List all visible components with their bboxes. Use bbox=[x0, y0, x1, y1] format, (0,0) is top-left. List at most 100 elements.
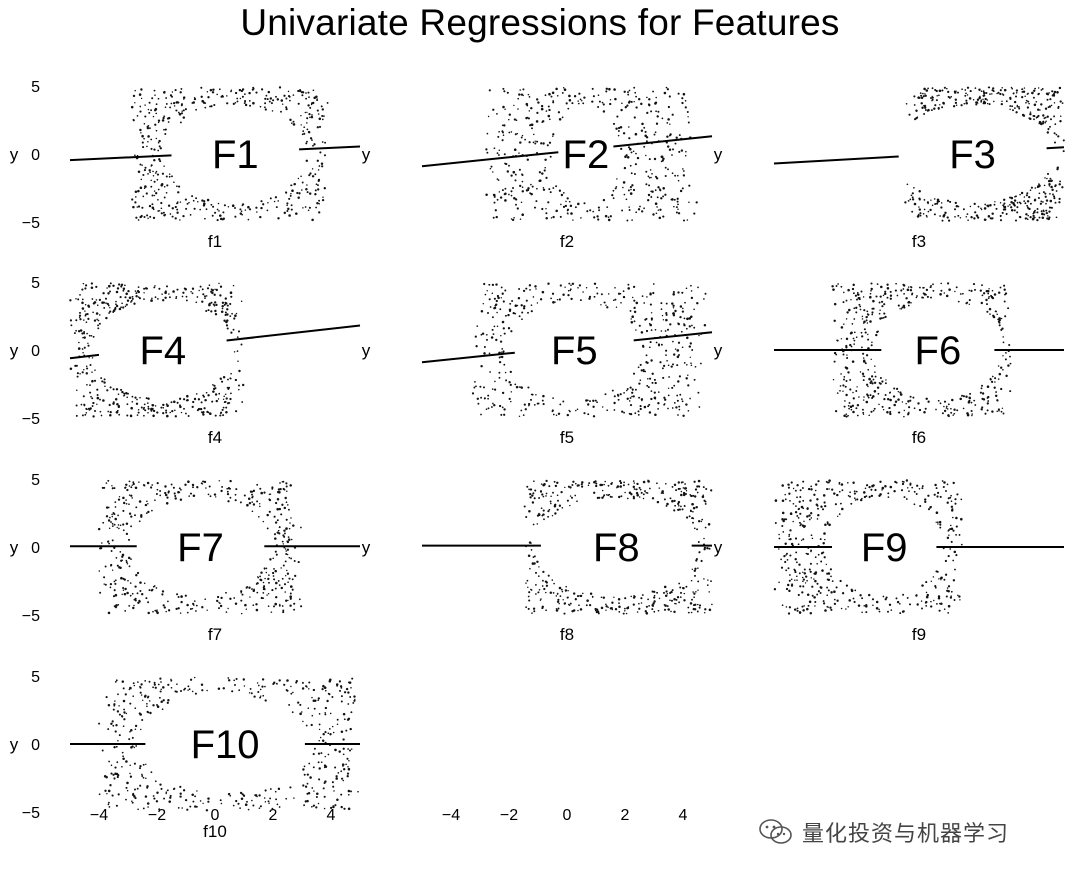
data-point bbox=[561, 507, 564, 509]
data-point bbox=[600, 606, 604, 610]
data-point bbox=[85, 412, 88, 414]
data-point bbox=[121, 302, 123, 305]
data-point bbox=[681, 187, 684, 190]
data-point bbox=[179, 404, 181, 407]
data-point bbox=[831, 580, 834, 583]
data-point bbox=[287, 207, 290, 211]
data-point bbox=[173, 105, 176, 107]
data-point bbox=[333, 790, 335, 792]
data-point bbox=[708, 608, 712, 612]
data-point bbox=[158, 139, 161, 143]
data-point bbox=[918, 197, 921, 200]
data-point bbox=[628, 400, 631, 402]
data-point bbox=[643, 405, 647, 409]
data-point bbox=[174, 89, 177, 92]
data-point bbox=[520, 201, 523, 204]
data-point bbox=[317, 752, 321, 755]
data-point bbox=[241, 213, 244, 216]
data-point bbox=[906, 596, 909, 599]
data-point bbox=[219, 604, 223, 608]
data-point bbox=[697, 286, 699, 289]
data-point bbox=[310, 723, 313, 727]
data-point bbox=[233, 351, 236, 353]
data-point bbox=[781, 484, 784, 487]
data-point bbox=[863, 491, 866, 494]
data-point bbox=[508, 193, 510, 196]
data-point bbox=[677, 487, 680, 490]
data-point bbox=[698, 334, 700, 337]
data-point bbox=[537, 402, 540, 405]
data-point bbox=[1041, 216, 1045, 219]
data-point bbox=[316, 159, 319, 162]
data-point bbox=[136, 414, 139, 416]
data-point bbox=[146, 786, 149, 789]
data-point bbox=[107, 506, 110, 509]
data-point bbox=[939, 402, 942, 405]
watermark: 量化投资与机器学习 bbox=[758, 816, 1009, 848]
data-point bbox=[970, 289, 973, 293]
data-point bbox=[782, 519, 785, 523]
data-point bbox=[662, 364, 666, 368]
data-point bbox=[309, 776, 312, 779]
data-point bbox=[261, 678, 265, 681]
data-point bbox=[619, 481, 623, 485]
data-point bbox=[923, 208, 926, 211]
data-point bbox=[1010, 208, 1014, 212]
data-point bbox=[676, 349, 680, 352]
data-point bbox=[553, 582, 555, 585]
data-point bbox=[970, 401, 973, 404]
data-point bbox=[91, 405, 94, 407]
data-point bbox=[538, 171, 542, 174]
data-point bbox=[635, 106, 638, 109]
data-point bbox=[636, 482, 639, 486]
data-point bbox=[1002, 412, 1005, 415]
data-point bbox=[116, 775, 119, 779]
data-point bbox=[690, 290, 693, 292]
data-point bbox=[347, 807, 351, 811]
data-point bbox=[889, 398, 892, 402]
data-point bbox=[964, 89, 967, 91]
data-point bbox=[224, 393, 227, 395]
data-point bbox=[137, 411, 140, 414]
data-point bbox=[528, 599, 531, 602]
data-point bbox=[552, 409, 554, 412]
data-point bbox=[83, 369, 85, 371]
data-point bbox=[884, 393, 887, 397]
data-point bbox=[174, 415, 177, 418]
data-point bbox=[159, 783, 162, 786]
data-point bbox=[103, 378, 106, 381]
data-point bbox=[811, 537, 814, 540]
data-point bbox=[592, 405, 595, 408]
data-point bbox=[973, 399, 976, 402]
data-point bbox=[140, 97, 143, 100]
data-point bbox=[952, 529, 955, 532]
data-point bbox=[650, 312, 653, 314]
data-point bbox=[508, 164, 510, 167]
data-point bbox=[1040, 103, 1043, 106]
data-point bbox=[209, 412, 212, 415]
data-point bbox=[92, 401, 95, 405]
data-point bbox=[581, 100, 583, 102]
data-point bbox=[547, 510, 550, 513]
data-point bbox=[640, 602, 643, 604]
data-point bbox=[555, 185, 558, 188]
data-point bbox=[615, 127, 618, 130]
data-point bbox=[230, 89, 233, 91]
data-point bbox=[965, 215, 968, 218]
data-point bbox=[255, 608, 259, 612]
data-point bbox=[229, 315, 232, 317]
data-point bbox=[936, 521, 939, 524]
data-point bbox=[491, 328, 494, 331]
data-point bbox=[230, 331, 233, 334]
data-point bbox=[143, 414, 145, 417]
data-point bbox=[236, 97, 239, 100]
data-point bbox=[256, 591, 259, 594]
data-point bbox=[687, 409, 690, 412]
data-point bbox=[681, 291, 684, 294]
data-point bbox=[847, 414, 849, 417]
data-point bbox=[845, 299, 848, 302]
data-point bbox=[280, 567, 282, 569]
data-point bbox=[552, 100, 555, 102]
data-point bbox=[525, 299, 528, 302]
data-point bbox=[661, 155, 664, 158]
